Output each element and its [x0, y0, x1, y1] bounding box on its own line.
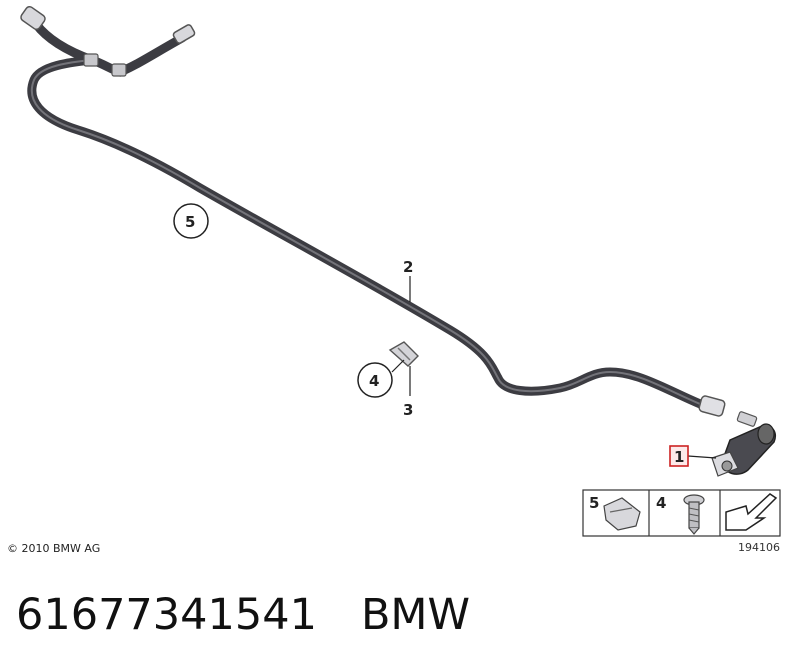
- legend-cell-symbol: [725, 493, 778, 531]
- washer-nozzle-drawing: [711, 411, 776, 477]
- part-caption: 61677341541 BMW: [16, 590, 470, 640]
- svg-text:4: 4: [656, 494, 666, 512]
- callout-2: 2: [403, 258, 413, 276]
- svg-text:5: 5: [185, 213, 195, 231]
- svg-text:1: 1: [674, 448, 684, 466]
- drawing-number: 194106: [738, 541, 780, 554]
- brand-name: BMW: [360, 590, 471, 640]
- copyright-notice: © 2010 BMW AG: [7, 542, 101, 555]
- hose-clip-drawing: [388, 341, 419, 367]
- washer-hose-line: [20, 5, 726, 417]
- legend-table: 5 4: [582, 489, 781, 537]
- callout-1: 1: [669, 445, 689, 467]
- callout-3: 3: [403, 401, 413, 419]
- legend-cell-screw: 4: [656, 494, 705, 535]
- svg-text:5: 5: [589, 494, 599, 512]
- callout-5: 5: [173, 203, 209, 239]
- svg-text:4: 4: [369, 372, 379, 390]
- legend-cell-clip: 5: [589, 494, 641, 531]
- callout-4: 4: [357, 362, 393, 398]
- svg-text:2: 2: [403, 258, 413, 276]
- part-number: 61677341541: [16, 590, 317, 640]
- leader-lines: [391, 276, 717, 459]
- svg-text:3: 3: [403, 401, 413, 419]
